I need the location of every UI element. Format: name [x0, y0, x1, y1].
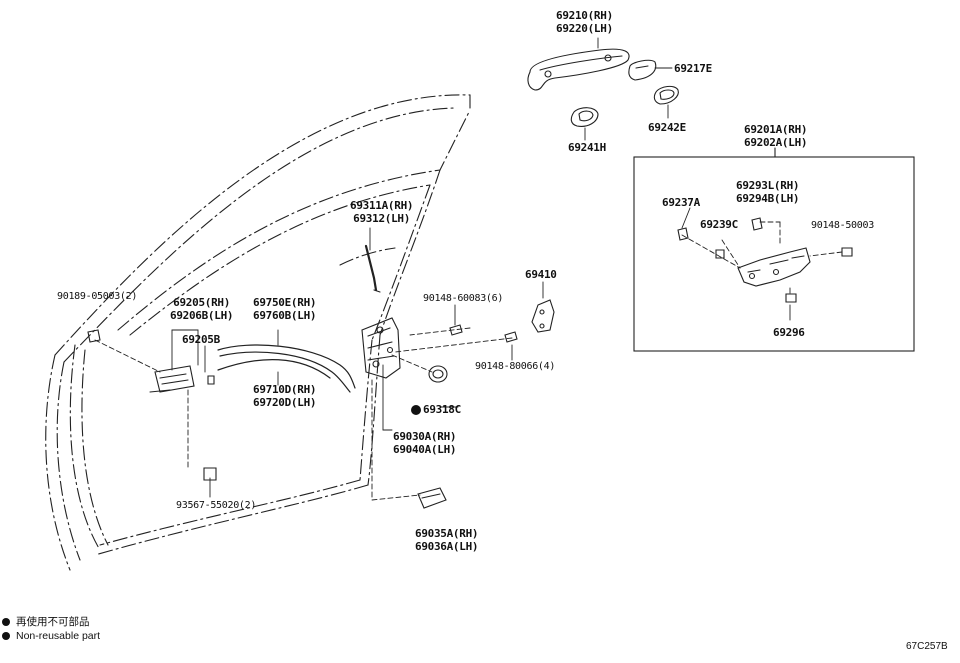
- label-90148-50003: 90148-50003: [811, 220, 874, 231]
- lock-piece-69293l: [751, 217, 763, 231]
- gasket-rear: [653, 85, 679, 105]
- handle-cap: [628, 59, 657, 81]
- nonreusable-dot-icon: [2, 618, 10, 627]
- label-outside-handle: 69210(RH)69220(LH): [556, 9, 613, 35]
- label-69710d: 69710D(RH)69720D(LH): [253, 383, 317, 409]
- label-93567-55020: 93567-55020(2): [176, 500, 257, 511]
- legend-line-en: Non-reusable part: [2, 630, 100, 642]
- handle-frame-bracket: [737, 247, 811, 287]
- solid-leaders: [171, 37, 791, 498]
- door-lock-assembly: [361, 317, 401, 379]
- outside-handle: [527, 48, 630, 91]
- legend-line-cn: 再使用不可部品: [2, 614, 90, 629]
- nonreusable-dot-icon: [2, 632, 10, 641]
- lock-grommet: [428, 365, 448, 383]
- lock-rod: [364, 244, 378, 292]
- label-69035a: 69035A(RH)69036A(LH): [415, 527, 479, 553]
- inside-handle: [149, 365, 195, 393]
- subassembly-box: [633, 156, 915, 352]
- label-subassembly: 69201A(RH)69202A(LH): [744, 123, 808, 149]
- leader-lines: [94, 221, 843, 501]
- screw-69296: [785, 293, 797, 303]
- label-90189-05003: 90189-05003(2): [57, 291, 138, 302]
- figure-code: 67C257B: [906, 641, 948, 652]
- clip-69239c: [715, 249, 725, 259]
- label-69237a: 69237A: [662, 196, 700, 209]
- nonreusable-marker: [411, 405, 421, 415]
- label-90148-80066: 90148-80066(4): [475, 361, 556, 372]
- clip-69237a: [677, 227, 689, 241]
- outside-handle-frame: [417, 487, 447, 509]
- label-69750e: 69750E(RH)69760B(LH): [253, 296, 317, 322]
- label-69296: 69296: [773, 326, 805, 339]
- label-69410: 69410: [525, 268, 557, 281]
- screws: [87, 324, 518, 481]
- label-69293l: 69293L(RH)69294B(LH): [736, 179, 800, 205]
- label-69242e: 69242E: [648, 121, 686, 134]
- label-69217e: 69217E: [674, 62, 712, 75]
- control-cables: [217, 344, 356, 393]
- screw-90148-50003: [841, 247, 853, 257]
- label-69318c: 69318C: [423, 403, 461, 416]
- door-frame-outline: [45, 94, 471, 571]
- label-90148-60083: 90148-60083(6): [423, 293, 504, 304]
- label-69205b: 69205B: [182, 333, 220, 346]
- label-lock-rod: 69311A(RH)69312(LH): [350, 199, 414, 225]
- label-door-lock: 69030A(RH)69040A(LH): [393, 430, 457, 456]
- gasket-front: [570, 107, 599, 127]
- label-69239c: 69239C: [700, 218, 738, 231]
- label-inside-handle: 69205(RH)69206B(LH): [170, 296, 234, 322]
- label-69241h: 69241H: [568, 141, 606, 154]
- striker-bracket: [531, 299, 555, 333]
